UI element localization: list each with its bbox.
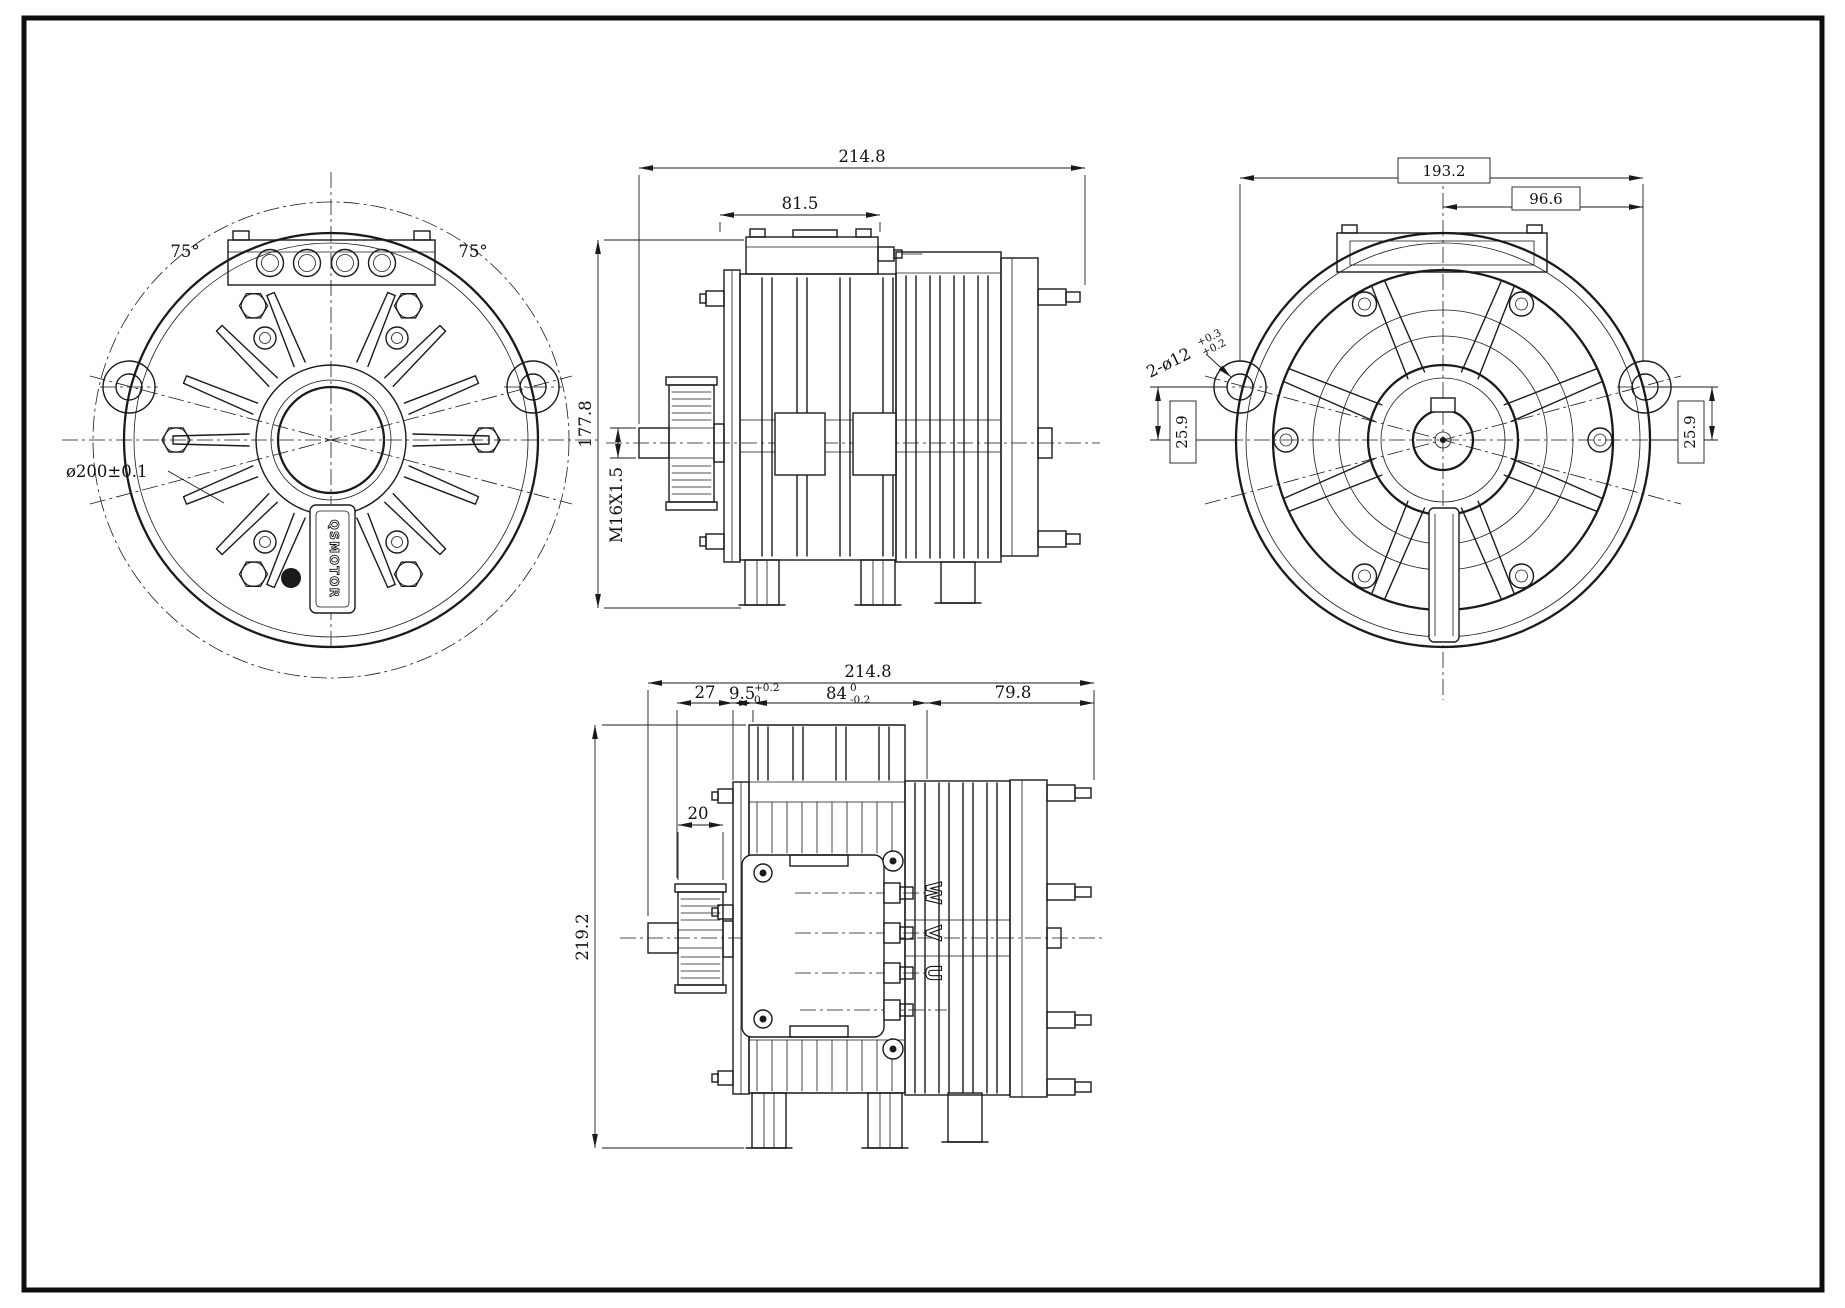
svg-text:25.9: 25.9 xyxy=(1173,415,1191,448)
body-rim xyxy=(133,242,529,638)
front-angle-right: 75° xyxy=(458,242,487,261)
svg-text:0: 0 xyxy=(754,694,761,706)
svg-text:219.2: 219.2 xyxy=(573,913,592,960)
rear-housing xyxy=(895,251,1002,563)
svg-text:96.6: 96.6 xyxy=(1529,190,1562,208)
svg-text:81.5: 81.5 xyxy=(782,194,819,213)
center-bore xyxy=(276,385,386,495)
hub-chamfer xyxy=(1380,377,1506,503)
bottom-dim-total-length: 214.8 xyxy=(647,662,1095,916)
bottom-view: W V U 214.8 xyxy=(573,662,1105,1149)
logo-text: QSMOTOR xyxy=(327,519,341,598)
leader-line xyxy=(167,470,225,504)
swing-circle xyxy=(92,201,570,679)
svg-text:0: 0 xyxy=(850,682,857,694)
front-diameter-label: ø200±0.1 xyxy=(66,462,148,481)
box-bolt xyxy=(877,246,895,262)
bottom-dim-pulley-width: 20 xyxy=(677,804,724,880)
front-angle-left: 75° xyxy=(170,242,199,261)
mounting-feet xyxy=(745,1092,989,1149)
front-flange xyxy=(699,269,741,563)
mounting-feet xyxy=(738,559,982,606)
svg-text:20: 20 xyxy=(688,804,709,823)
body-outline xyxy=(122,231,540,649)
sheet-border xyxy=(21,15,1825,1293)
svg-text:214.8: 214.8 xyxy=(838,147,885,166)
side-view: 214.8 81.5 177.8 M16X1.5 xyxy=(576,147,1100,609)
svg-text:-0.2: -0.2 xyxy=(850,694,870,706)
svg-text:214.8: 214.8 xyxy=(844,662,891,681)
side-dim-total-length: 214.8 xyxy=(638,147,1086,424)
rivet xyxy=(281,568,301,588)
rear-strip xyxy=(1428,507,1460,643)
dim-27: 27 xyxy=(695,683,716,702)
cover-bolts xyxy=(1273,291,1613,589)
shaft-and-pulley xyxy=(647,883,734,994)
side-dim-height: 177.8 xyxy=(576,239,744,609)
side-dim-shaft-thread: M16X1.5 xyxy=(607,427,636,543)
junction-box xyxy=(745,228,923,275)
keyway xyxy=(1430,397,1456,413)
rear-hole-callout: 2-ø12 +0.3 +0.2 xyxy=(1143,327,1232,382)
dim-79-8: 79.8 xyxy=(995,683,1032,702)
bottom-dim-chain: 27 9.5 +0.2 0 84 0 -0.2 79.8 xyxy=(676,682,1094,878)
centerlines xyxy=(62,172,600,648)
bottom-dim-total-height: 219.2 xyxy=(573,724,746,1149)
dim-84: 84 xyxy=(826,684,847,703)
terminal-block xyxy=(1336,224,1548,273)
side-dim-box-width: 81.5 xyxy=(719,194,881,232)
through-bolts xyxy=(161,292,501,588)
dim-9-5: 9.5 xyxy=(729,684,755,703)
rear-dim-offset-right: 25.9 xyxy=(1650,386,1718,464)
hub-chamfer xyxy=(270,379,392,501)
svg-text:M16X1.5: M16X1.5 xyxy=(607,467,626,543)
terminal-block xyxy=(227,230,436,286)
svg-text:193.2: 193.2 xyxy=(1423,162,1466,180)
rear-dim-mount-span: 193.2 xyxy=(1239,157,1644,362)
mounting-ears xyxy=(100,360,562,414)
brand-plate: QSMOTOR xyxy=(281,504,356,614)
end-cap xyxy=(1000,257,1081,557)
svg-text:+0.2: +0.2 xyxy=(754,682,780,694)
svg-text:177.8: 177.8 xyxy=(576,400,595,447)
shaft-bore xyxy=(1411,397,1475,472)
front-view: QSMOTOR 75° 75° ø200±0.1 xyxy=(62,172,600,679)
svg-text:25.9: 25.9 xyxy=(1681,415,1699,448)
diagonal-centerlines xyxy=(89,375,573,505)
cover-spokes xyxy=(1283,280,1603,600)
shaft-and-pulley xyxy=(638,376,725,511)
small-holes xyxy=(253,326,409,554)
junction-box xyxy=(741,850,904,1060)
rear-view: 193.2 96.6 2-ø12 +0.3 +0.2 25.9 25.9 xyxy=(1143,157,1718,700)
rear-dim-offset-left: 25.9 xyxy=(1150,386,1236,464)
svg-text:2-ø12: 2-ø12 xyxy=(1143,344,1194,382)
front-housing xyxy=(739,273,897,561)
end-cap xyxy=(1009,779,1092,1098)
rear-dim-right-offset: 96.6 xyxy=(1443,186,1643,211)
